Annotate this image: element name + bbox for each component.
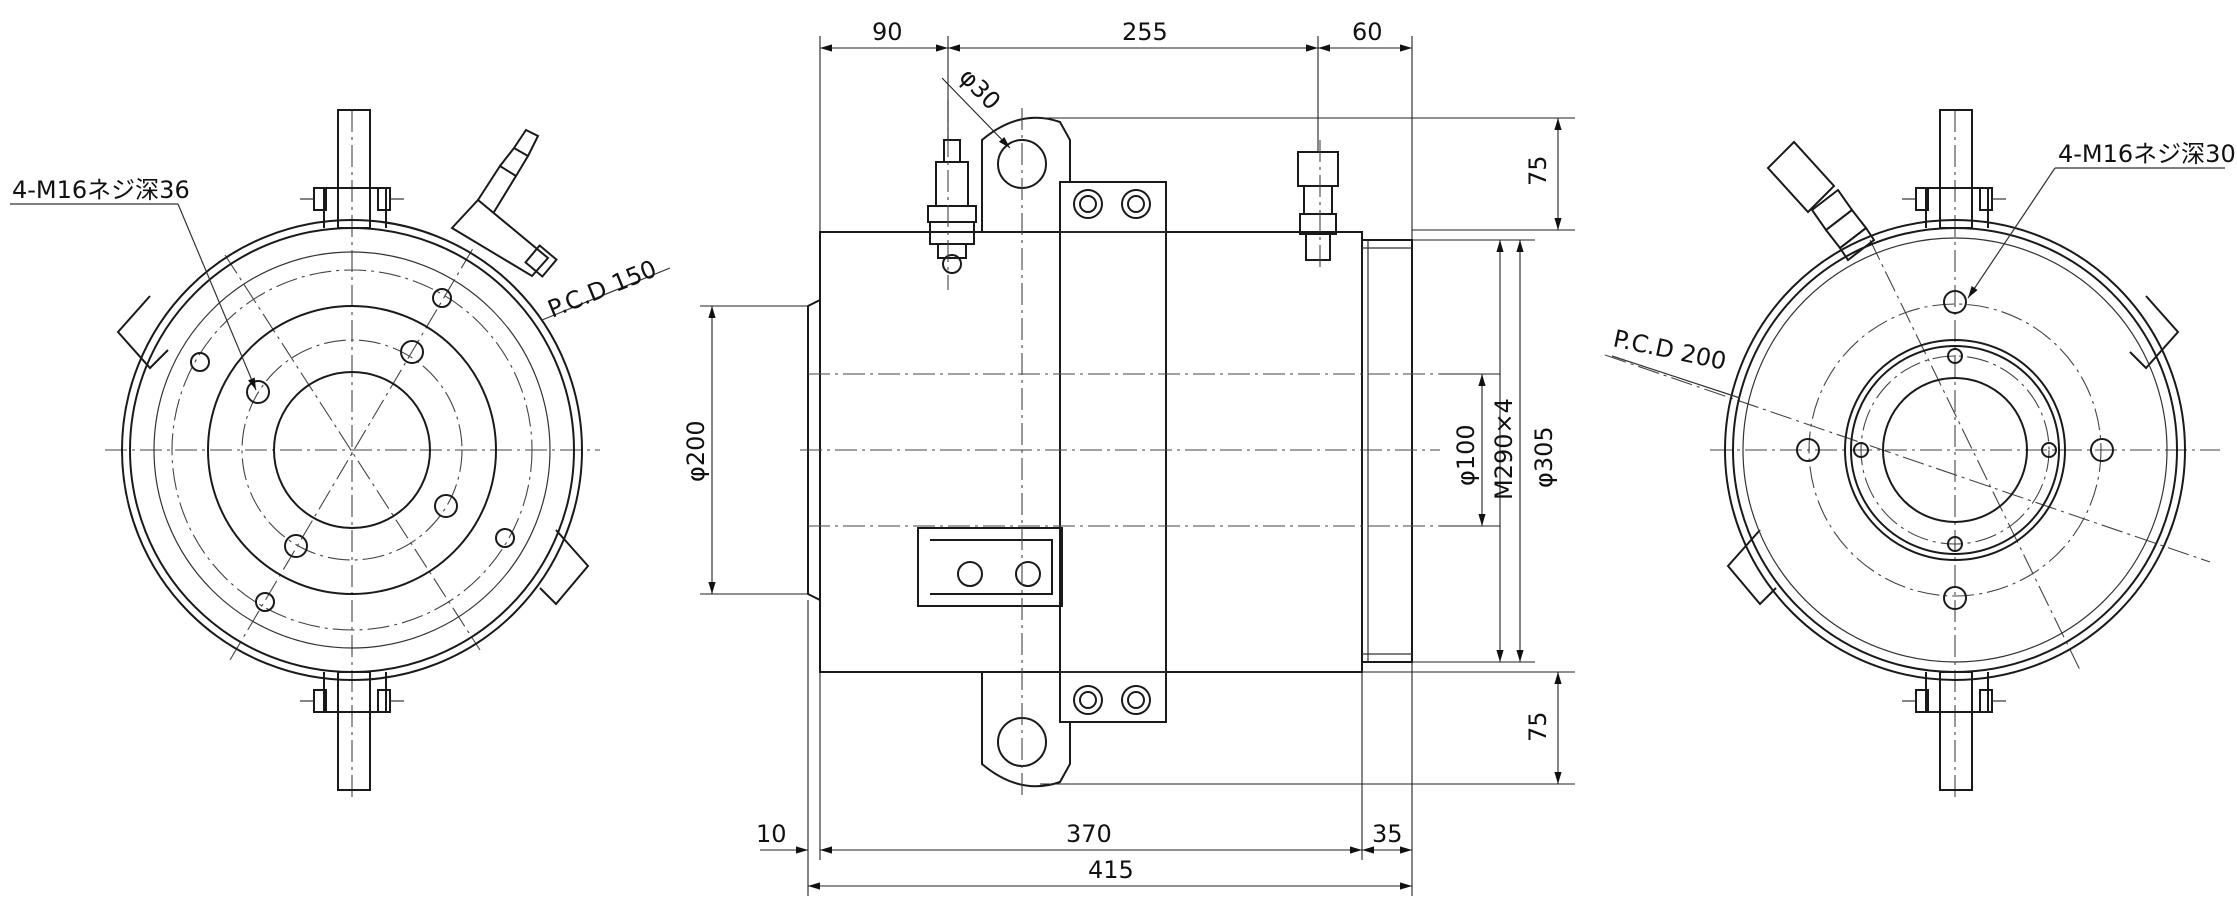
dim-75-bottom: 75 (1524, 711, 1552, 742)
dim-90: 90 (872, 18, 903, 46)
dim-35: 35 (1372, 820, 1403, 848)
left-pcd-note: P.C.D 150 (544, 255, 661, 324)
right-end-view: 4-M16ネジ深30 P.C.D 200 (1604, 109, 2236, 800)
dim-phi100: φ100 (1452, 424, 1480, 486)
dim-phi30: φ30 (954, 63, 1006, 116)
dim-60: 60 (1352, 18, 1383, 46)
dim-415: 415 (1088, 856, 1134, 884)
left-end-view: 4-M16ネジ深36 P.C.D 150 (10, 109, 671, 800)
right-coupler-icon (1297, 151, 1339, 261)
side-view: 90 255 60 φ30 75 75 φ305 M290×4 φ100 φ20… (682, 18, 1575, 896)
dim-phi305: φ305 (1530, 426, 1558, 488)
left-thread-note: 4-M16ネジ深36 (12, 176, 190, 204)
hydraulic-fitting-icon (450, 128, 558, 278)
left-coupler-icon (927, 139, 977, 274)
dim-m290: M290×4 (1490, 398, 1518, 500)
hydraulic-fitting-icon-right (1766, 140, 1876, 262)
dim-phi200: φ200 (682, 420, 710, 482)
dim-75-top: 75 (1524, 155, 1552, 186)
dim-255: 255 (1122, 18, 1168, 46)
right-pcd-note: P.C.D 200 (1611, 324, 1729, 375)
dim-10: 10 (756, 820, 787, 848)
right-thread-note: 4-M16ネジ深30 (2058, 140, 2236, 168)
dim-370: 370 (1066, 820, 1112, 848)
